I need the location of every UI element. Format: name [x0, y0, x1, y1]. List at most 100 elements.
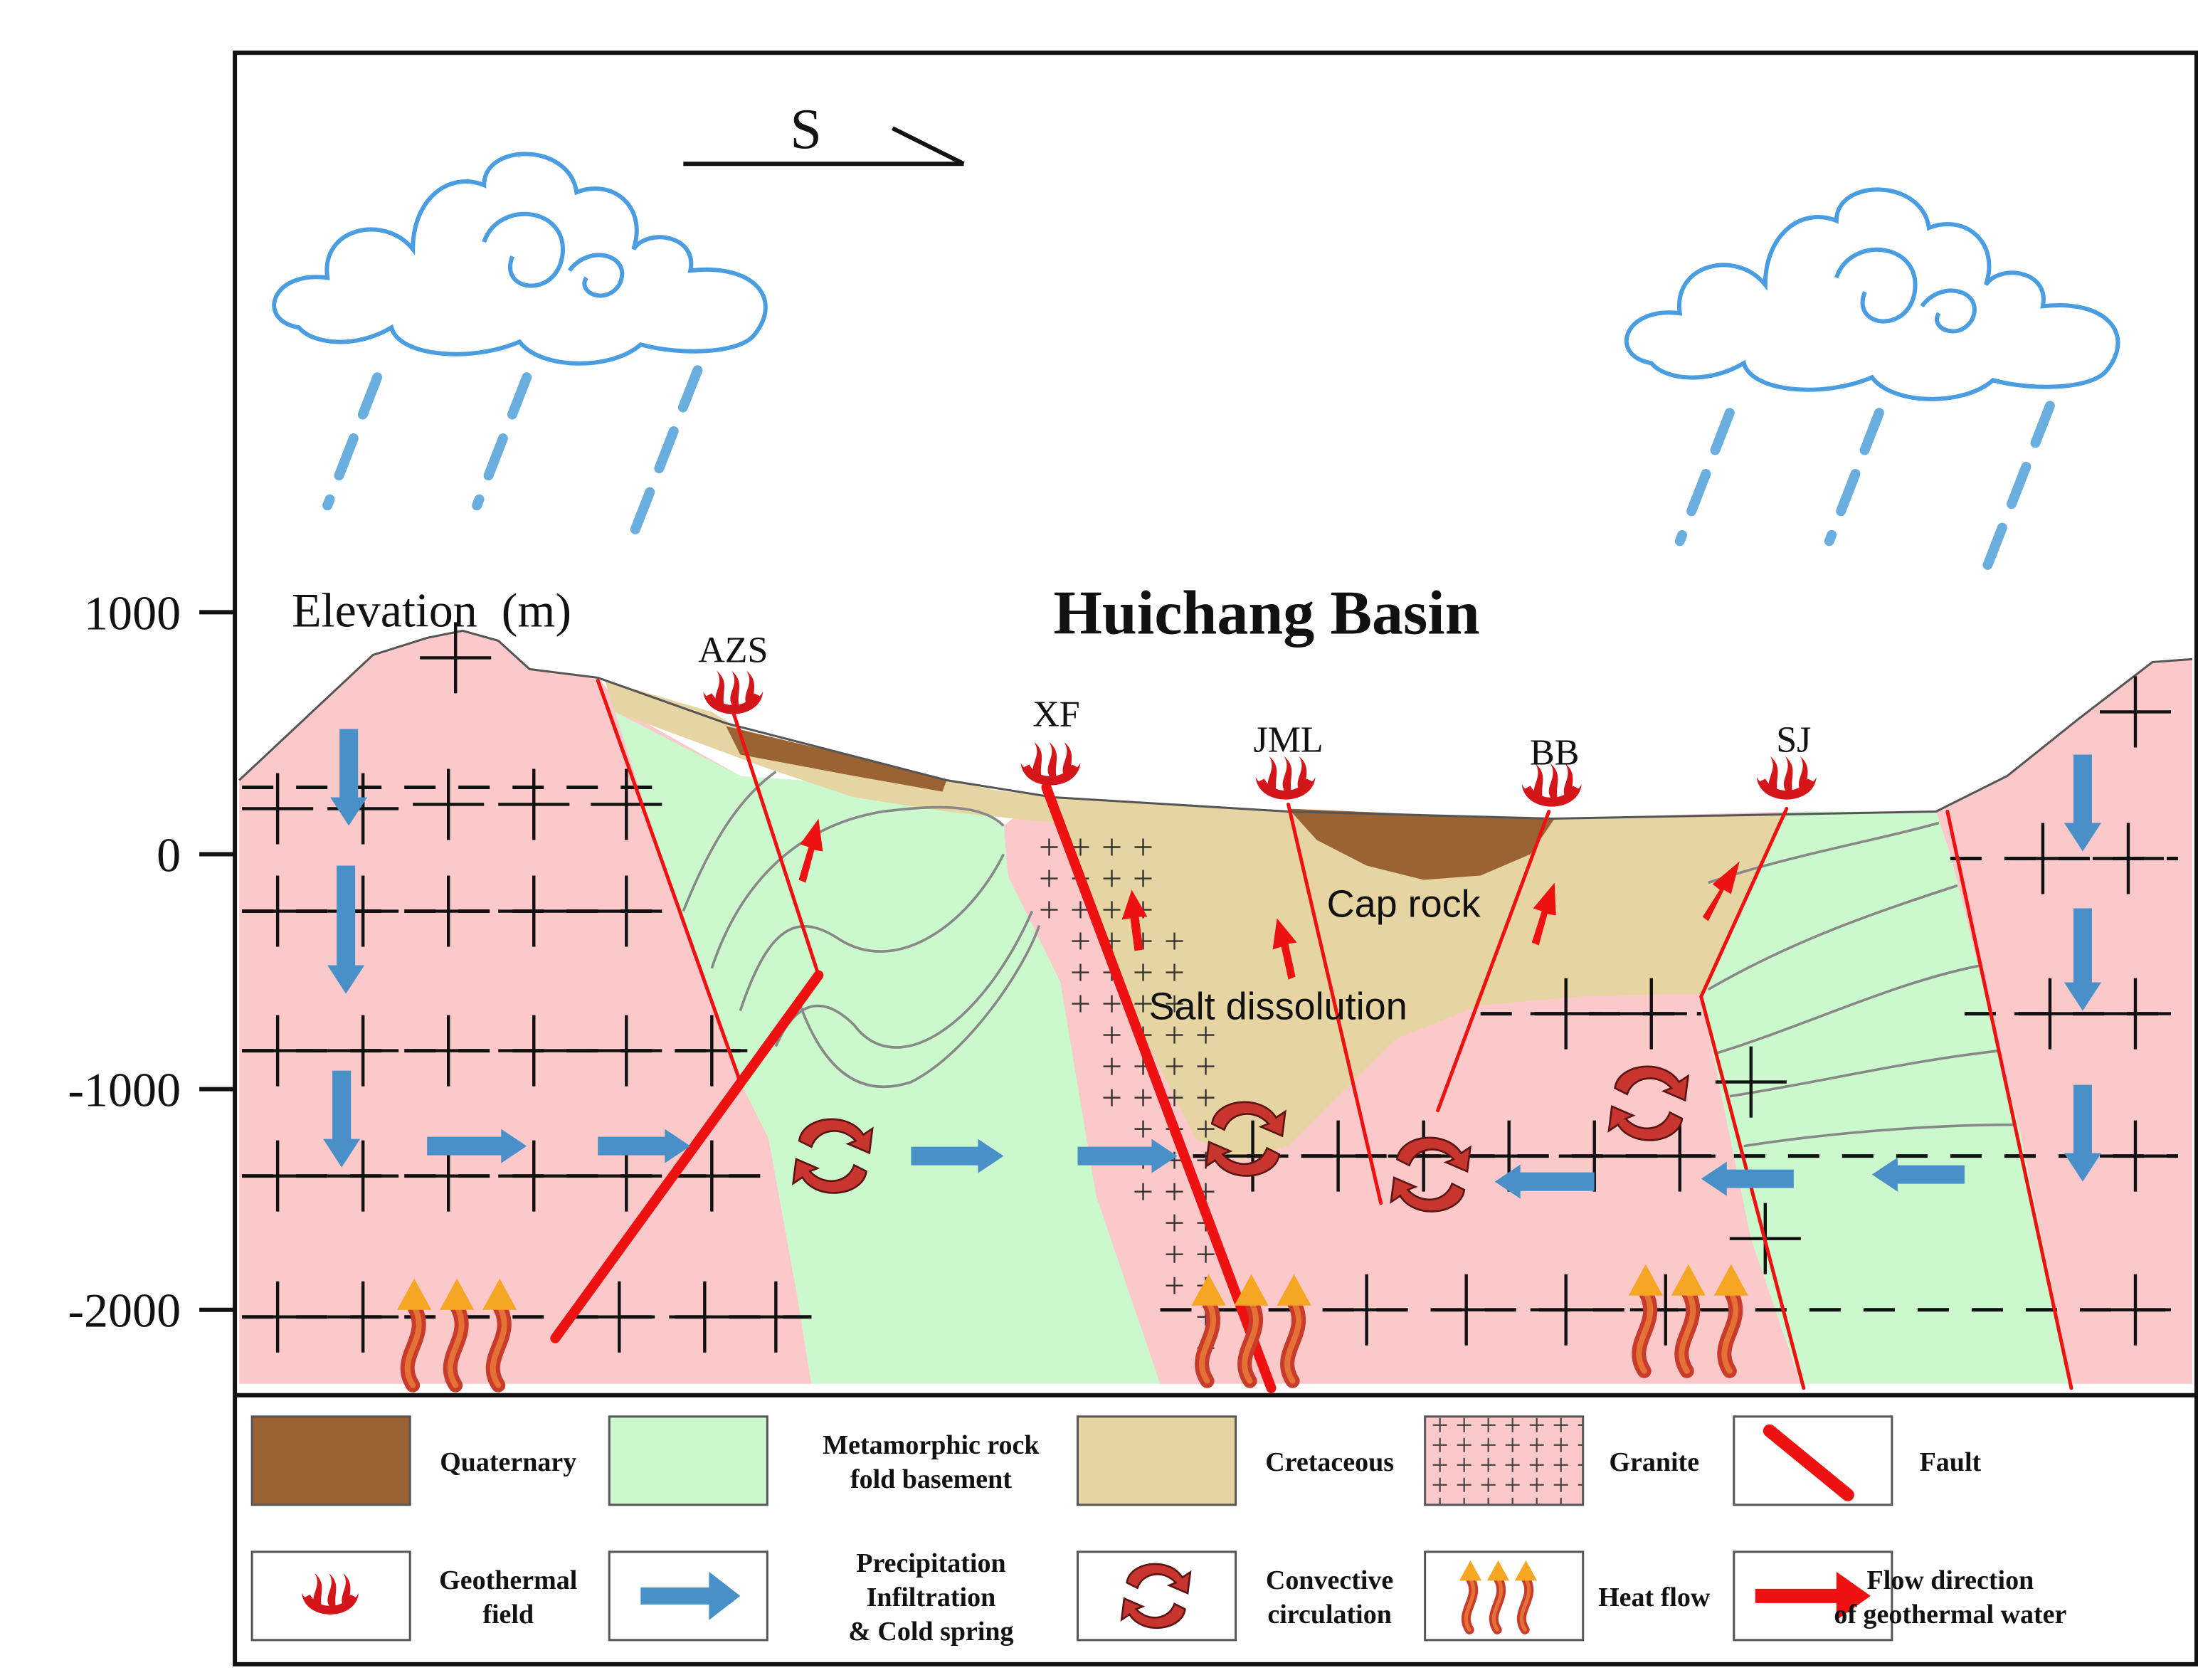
blue-arrow: [1077, 1139, 1178, 1173]
granite-cross: [413, 768, 485, 840]
fault-xf: [1041, 782, 1277, 1393]
geothermal-field-icon: [250, 1550, 411, 1642]
blue-arrow: [323, 1070, 361, 1168]
legend-label: Heat flow: [1598, 1583, 1711, 1612]
salt-dissolution-label: Salt dissolution: [1149, 986, 1407, 1028]
elevation-axis: Elevation (m) 1000 0 -1000 -2000: [68, 583, 571, 1337]
blue-arrow: [1494, 1164, 1595, 1199]
ground-surface: [238, 629, 2193, 820]
metamorphic-right: [1701, 811, 2071, 1384]
fault-2-deep: [550, 970, 824, 1343]
quaternary-center: [1288, 808, 1555, 880]
geothermal-field-icon: [1020, 741, 1081, 786]
legend-item-heat-flow: Heat flow: [1424, 1550, 1711, 1642]
legend-label: Metamorphic rock: [823, 1430, 1040, 1460]
legend-item-granite: Granite: [1424, 1415, 1699, 1506]
cap-rock-label: Cap rock: [1327, 883, 1481, 926]
legend-label: Flow direction: [1867, 1565, 2034, 1595]
legend-label: & Cold spring: [848, 1617, 1013, 1647]
fault-1: [596, 678, 742, 1084]
red-arrow: [1121, 889, 1148, 951]
red-arrow-icon: [1733, 1550, 1893, 1642]
legend-label: Precipitation: [856, 1548, 1005, 1578]
axis-label: Elevation (m): [292, 583, 571, 637]
cretaceous-left: [605, 680, 1061, 823]
blue-arrow: [1871, 1157, 1965, 1192]
granite-intrusion: [1008, 818, 1210, 1384]
axis-tick-label: -2000: [68, 1284, 181, 1338]
granite-cross: [2099, 676, 2171, 748]
granite-cross: [1715, 1046, 1787, 1118]
convection-icon: [1205, 1101, 1286, 1177]
geothermal-field-icon: [1756, 756, 1817, 800]
legend-label: field: [482, 1600, 534, 1629]
heat-flow-icon: [1628, 1264, 1748, 1378]
legend-item-red-arrow: Flow direction of geothermal water: [1733, 1550, 2067, 1642]
legend-label: of geothermal water: [1834, 1600, 2066, 1629]
geothermal-field-icon: [703, 670, 764, 714]
fault-right: [1945, 809, 2073, 1390]
heat-flow-icon: [1424, 1550, 1585, 1642]
red-arrow: [1531, 882, 1556, 946]
legend-item-cretaceous: Cretaceous: [1076, 1415, 1394, 1506]
blue-arrow: [598, 1129, 691, 1163]
fault-sj: [1699, 806, 1789, 999]
axis-tick-label: 1000: [84, 586, 181, 640]
axis-tick-label: 0: [157, 828, 181, 882]
legend-item-fault: Fault: [1733, 1415, 1982, 1506]
blue-arrow: [327, 865, 365, 994]
direction-letter: S: [790, 98, 822, 161]
granite-cross: [242, 773, 314, 845]
legend-label: Fault: [1920, 1447, 1982, 1477]
legend-label: Infiltration: [867, 1583, 996, 1612]
legend-label: Granite: [1609, 1447, 1699, 1477]
convective-circulation-icon: [1076, 1550, 1237, 1642]
rain-cloud-icon: [1624, 187, 2120, 575]
heat-flow-icon: [1191, 1274, 1311, 1388]
convection-icon: [792, 1118, 874, 1194]
red-arrow: [798, 818, 823, 883]
cretaceous-basin: [1053, 797, 1787, 1161]
granite-cross: [498, 768, 570, 840]
fold-lines: [682, 771, 2014, 1148]
fault-sj-deep: [1699, 995, 1806, 1390]
granite-cross: [420, 622, 492, 694]
granite-swatch: [1424, 1415, 1585, 1506]
quaternary-swatch: [250, 1415, 411, 1506]
site-label-bb: BB: [1530, 732, 1579, 773]
blue-arrow-icon: [608, 1550, 768, 1642]
fault-icon: [1733, 1415, 1893, 1506]
legend-label: Cretaceous: [1265, 1447, 1394, 1477]
convection-icon: [1390, 1136, 1472, 1213]
heat-flow-icon: [397, 1278, 517, 1393]
red-arrow: [1272, 918, 1297, 980]
legend-label: Geothermal: [439, 1565, 577, 1595]
blue-arrow: [330, 729, 368, 826]
legend-label: fold basement: [850, 1464, 1012, 1494]
heat-flow-groups: [397, 1264, 1748, 1393]
site-label-sj: SJ: [1776, 719, 1811, 760]
fault-jml: [1286, 802, 1383, 1205]
quaternary-left: [726, 726, 947, 792]
convection-icon: [1607, 1065, 1690, 1141]
legend-item-quaternary: Quaternary: [250, 1415, 576, 1506]
legend-item-metamorphic: Metamorphic rock fold basement: [608, 1415, 1040, 1506]
basin-title: Huichang Basin: [1053, 579, 1479, 648]
direction-indicator: S: [683, 98, 965, 167]
rain-cloud-icon: [272, 152, 768, 539]
elevation-dashed-lines: [242, 785, 2178, 1319]
blue-arrow: [1701, 1161, 1794, 1196]
geothermal-field-icon: [1255, 756, 1316, 800]
clouds: [272, 152, 2120, 575]
metamorphic-swatch: [608, 1415, 768, 1506]
axis-tick-label: -1000: [68, 1063, 181, 1117]
geothermal-flow-arrows: [798, 818, 1740, 980]
figure-frame: [233, 51, 2198, 1666]
site-label-azs: AZS: [698, 630, 768, 670]
legend-label: circulation: [1267, 1600, 1392, 1629]
